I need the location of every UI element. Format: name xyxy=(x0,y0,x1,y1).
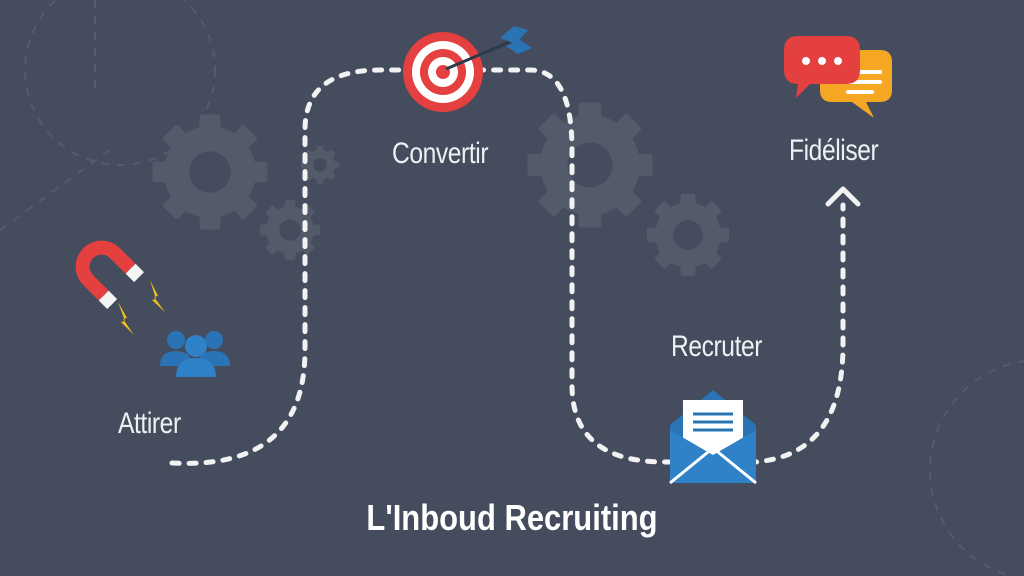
gear-icon xyxy=(647,194,729,276)
arrow-head-icon xyxy=(825,186,861,207)
people-group-icon xyxy=(160,331,230,377)
gear-icon xyxy=(152,114,268,230)
journey-path xyxy=(169,67,846,466)
decor-dashed-line xyxy=(0,149,111,231)
magnet-attract-people-icon xyxy=(75,240,230,377)
envelope-letter-icon xyxy=(669,390,757,485)
target-arrow-icon xyxy=(403,26,532,112)
stage-label-fideliser: Fidéliser xyxy=(789,134,879,167)
stage-label-recruter: Recruter xyxy=(671,330,763,363)
decor-dashed-circle xyxy=(24,0,216,166)
gear-icon xyxy=(527,102,653,228)
stage-label-convertir: Convertir xyxy=(392,137,489,170)
magnet-icon xyxy=(75,240,145,310)
stage-label-attirer: Attirer xyxy=(118,407,181,440)
lightning-icon xyxy=(150,280,165,312)
gear-icon xyxy=(301,146,339,184)
chat-bubbles-icon xyxy=(784,36,892,118)
decor-dashed-circle xyxy=(929,360,1024,576)
gear-icon xyxy=(260,200,320,260)
diagram-title: L'Inboud Recruiting xyxy=(366,497,658,538)
lightning-icon xyxy=(118,302,134,335)
